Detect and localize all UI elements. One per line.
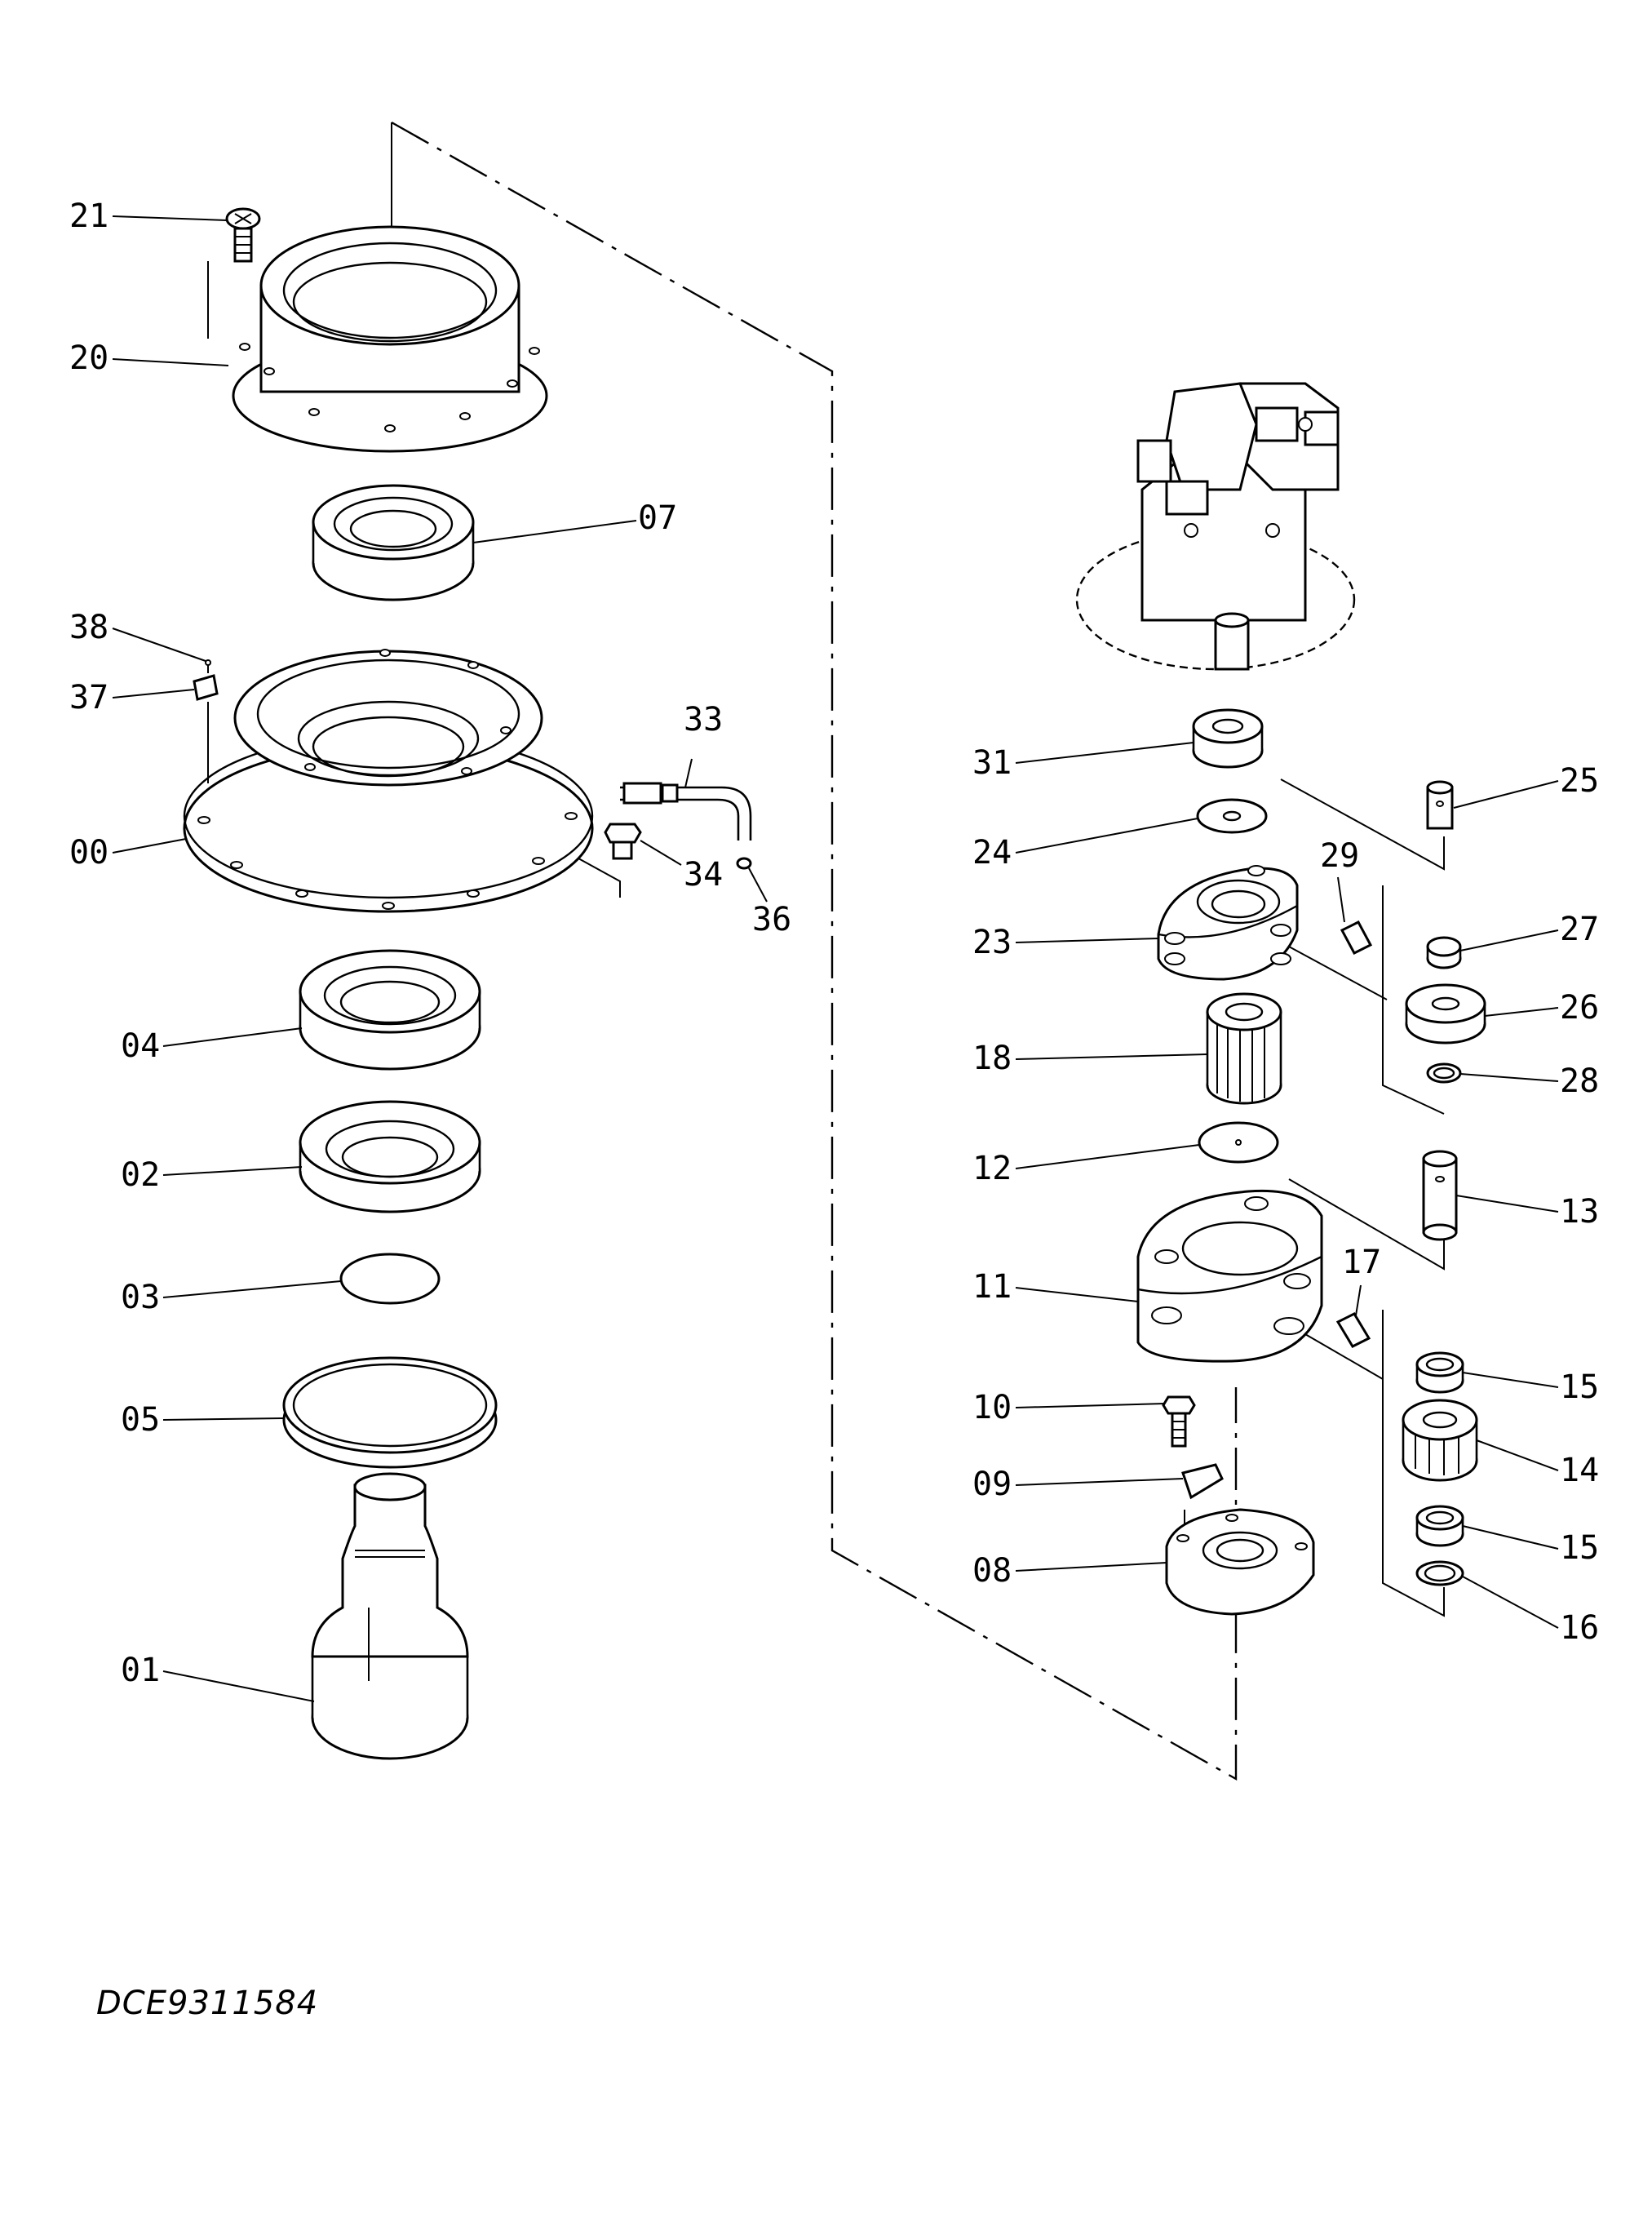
document-id: DCE9311584 <box>96 1985 318 2022</box>
callout-27: 27 <box>1560 911 1599 948</box>
callout-09: 09 <box>972 1466 1012 1503</box>
callout-29: 29 <box>1320 837 1359 875</box>
callout-25: 25 <box>1560 762 1599 800</box>
swing-motor-assembly <box>1075 382 1356 671</box>
part-36-seal <box>736 857 752 870</box>
part-10-bolt <box>1162 1395 1196 1448</box>
part-01-shaft <box>311 1472 469 1760</box>
callout-34: 34 <box>684 856 723 894</box>
part-31-gear <box>1192 708 1264 769</box>
callout-00: 00 <box>69 834 109 872</box>
part-14-planet-gear <box>1402 1399 1478 1482</box>
callout-18: 18 <box>972 1040 1012 1077</box>
callout-13: 13 <box>1560 1193 1599 1231</box>
part-20-ring-gear-housing <box>232 225 548 453</box>
part-02-seal <box>299 1100 481 1213</box>
part-11-carrier <box>1136 1189 1384 1380</box>
part-33-hose <box>620 782 752 841</box>
callout-21: 21 <box>69 197 109 235</box>
callout-10: 10 <box>972 1389 1012 1426</box>
callout-38: 38 <box>69 609 109 646</box>
part-26-gear <box>1405 983 1486 1045</box>
callout-15-upper: 15 <box>1560 1368 1599 1406</box>
part-21-screw <box>225 207 261 263</box>
callout-16: 16 <box>1560 1609 1599 1647</box>
part-16-washer <box>1415 1560 1464 1586</box>
part-07-bearing <box>312 484 475 601</box>
callout-05: 05 <box>121 1401 160 1439</box>
part-24-washer <box>1196 798 1268 834</box>
part-08-thrust-plate <box>1165 1508 1315 1616</box>
callout-23: 23 <box>972 924 1012 961</box>
callout-20: 20 <box>69 339 109 377</box>
callout-36: 36 <box>752 901 791 938</box>
callout-14: 14 <box>1560 1452 1599 1489</box>
part-29-pin <box>1340 920 1373 955</box>
callout-17: 17 <box>1342 1244 1381 1281</box>
part-25-pin <box>1426 780 1454 830</box>
callout-03: 03 <box>121 1279 160 1316</box>
callout-33: 33 <box>684 701 723 738</box>
callout-26: 26 <box>1560 989 1599 1027</box>
callout-15-lower: 15 <box>1560 1529 1599 1567</box>
part-05-ring <box>282 1356 498 1469</box>
callout-04: 04 <box>121 1027 160 1065</box>
part-15-needle-bearing-upper <box>1415 1351 1464 1394</box>
part-37-38-plate-pin <box>193 659 219 701</box>
callout-37: 37 <box>69 679 109 716</box>
callout-28: 28 <box>1560 1062 1599 1100</box>
part-34-plug <box>604 823 642 860</box>
callout-31: 31 <box>972 744 1012 782</box>
part-28-washer <box>1426 1062 1462 1084</box>
part-15-needle-bearing-lower <box>1415 1505 1464 1547</box>
callout-01: 01 <box>121 1652 160 1689</box>
part-17-pin <box>1335 1312 1371 1348</box>
part-27-needle-bearing <box>1426 936 1462 969</box>
part-23-carrier <box>1157 865 1388 1000</box>
callout-08: 08 <box>972 1552 1012 1590</box>
callout-12: 12 <box>972 1150 1012 1187</box>
leader-lines <box>112 215 1559 1702</box>
part-13-pin <box>1422 1150 1458 1241</box>
callout-02: 02 <box>121 1156 160 1194</box>
callout-07: 07 <box>638 499 677 537</box>
part-18-sun-gear <box>1206 992 1282 1105</box>
callout-24: 24 <box>972 834 1012 872</box>
part-04-bearing <box>299 949 481 1071</box>
part-00-housing <box>183 649 594 913</box>
part-09-lock-plate <box>1181 1463 1224 1524</box>
callout-labels: 21 20 07 38 37 33 00 34 36 04 02 03 05 0… <box>69 197 1599 1689</box>
part-03-o-ring <box>339 1253 441 1305</box>
part-12-washer <box>1198 1121 1279 1164</box>
callout-11: 11 <box>972 1268 1012 1306</box>
